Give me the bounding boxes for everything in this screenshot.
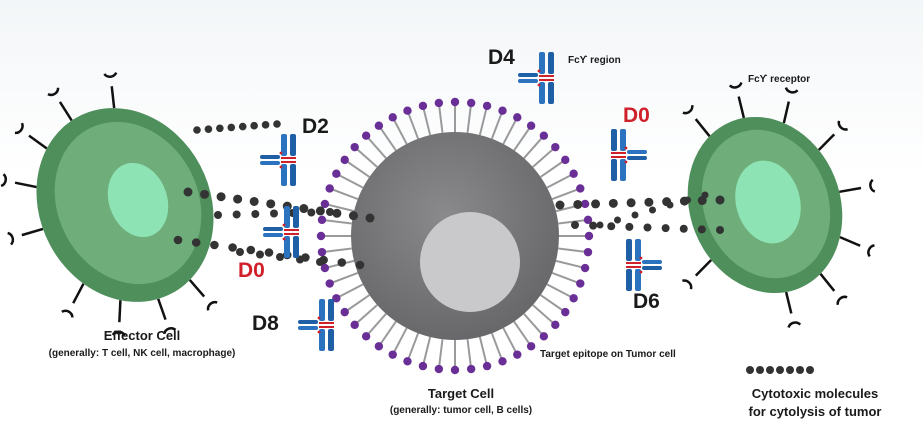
legend-line-1: Cytotoxic molecules bbox=[752, 386, 878, 401]
effector-cell-right bbox=[682, 81, 876, 329]
label-d4: D4 bbox=[488, 46, 515, 69]
target-subtitle: (generally: tumor cell, B cells) bbox=[390, 405, 532, 416]
target-cell bbox=[316, 97, 594, 375]
effector-title: Effector Cell bbox=[104, 328, 181, 343]
label-d2: D2 bbox=[302, 115, 329, 138]
target-epitopes bbox=[316, 97, 594, 375]
antibody-d6 bbox=[626, 239, 662, 291]
label-fc-receptor: Fcϒ receptor bbox=[748, 74, 810, 85]
antibody-d2 bbox=[260, 134, 296, 186]
antibody-d4 bbox=[518, 52, 554, 104]
label-fc-region: Fcϒ region bbox=[568, 55, 621, 66]
legend-line-2: for cytolysis of tumor bbox=[749, 404, 882, 419]
label-d0-left: D0 bbox=[238, 259, 265, 282]
target-title: Target Cell bbox=[428, 386, 494, 401]
fc-receptors-right bbox=[682, 81, 876, 329]
label-d6: D6 bbox=[633, 290, 660, 313]
effector-cell-left bbox=[0, 71, 218, 337]
label-d8: D8 bbox=[252, 312, 279, 335]
legend-dots bbox=[746, 366, 814, 374]
fc-receptors-left bbox=[0, 71, 218, 337]
antibody-d0-right bbox=[611, 129, 647, 181]
label-d0-right: D0 bbox=[623, 104, 650, 127]
antibody-d8 bbox=[298, 299, 334, 351]
label-target-epitope: Target epitope on Tumor cell bbox=[540, 349, 676, 360]
cytotoxic-molecules bbox=[173, 120, 725, 270]
effector-subtitle: (generally: T cell, NK cell, macrophage) bbox=[49, 348, 236, 359]
